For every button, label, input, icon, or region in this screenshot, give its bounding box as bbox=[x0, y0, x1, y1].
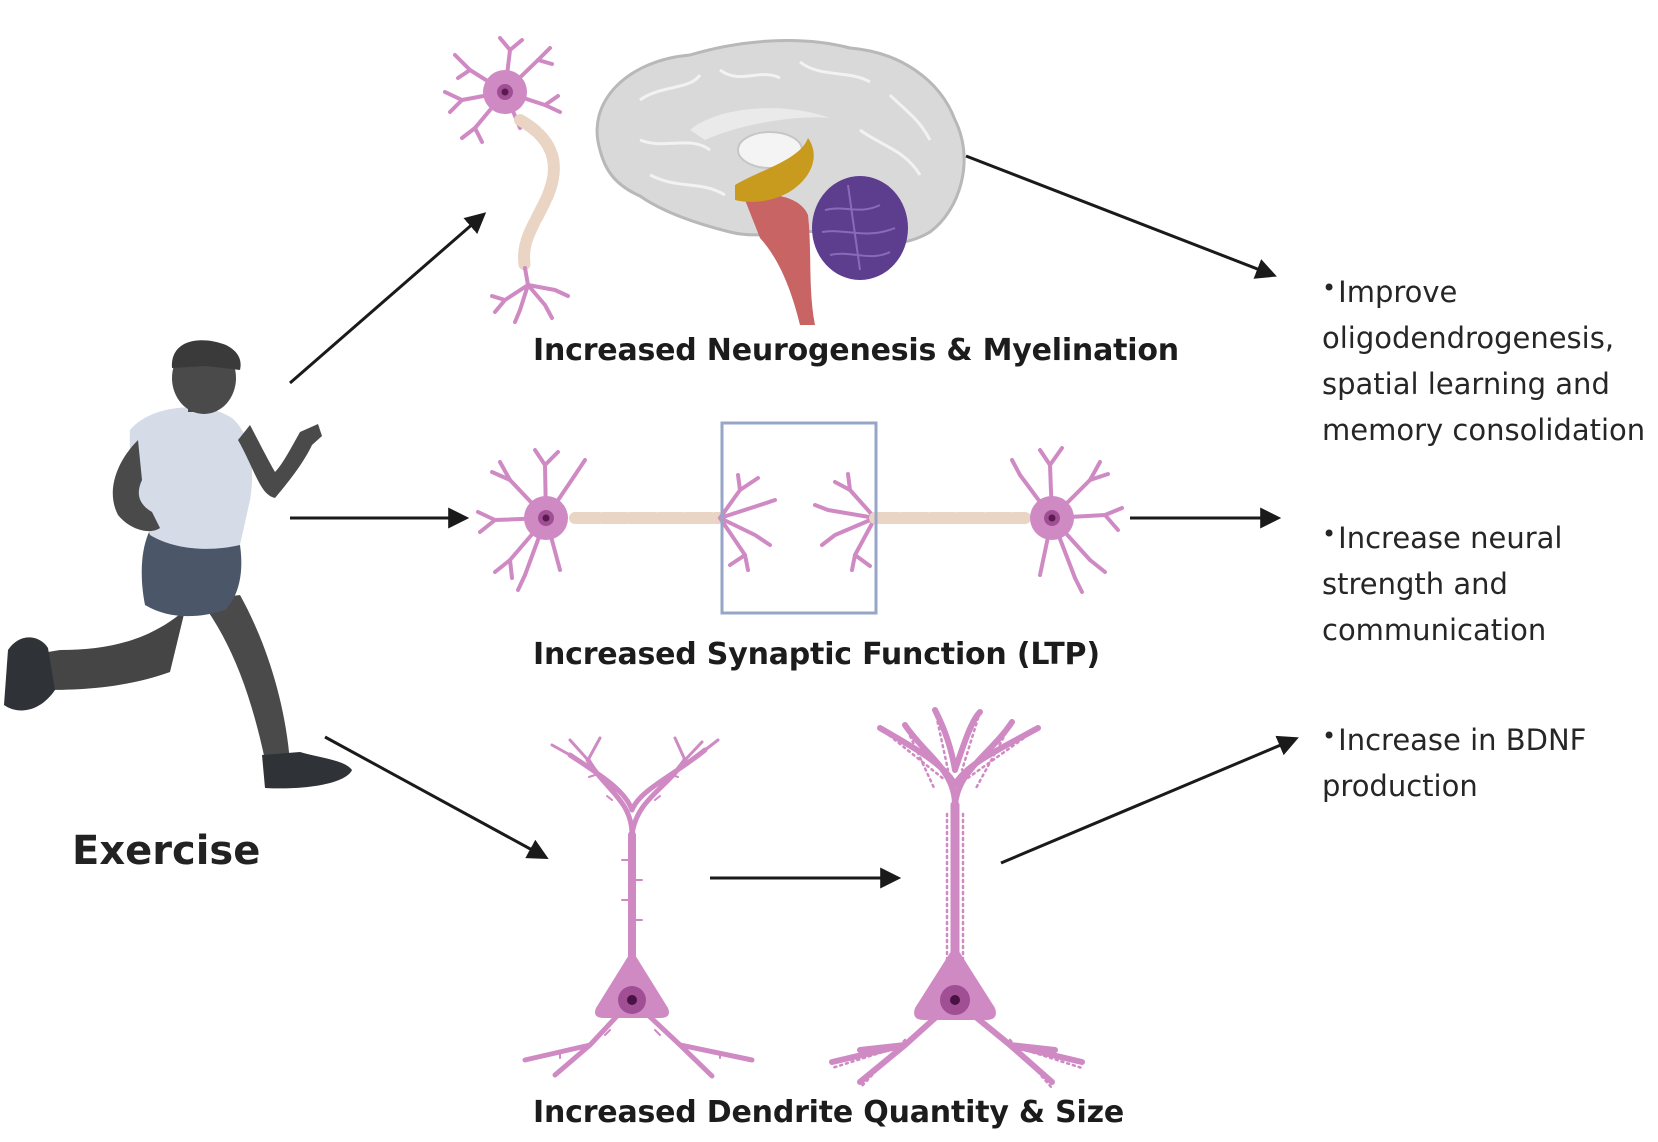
neuron-soma-icon bbox=[483, 70, 527, 114]
pyramidal-soma-icon bbox=[914, 945, 996, 1020]
bullet-icon: • bbox=[1322, 520, 1337, 548]
outcome-synaptic: •Increase neural strength and communicat… bbox=[1322, 511, 1648, 653]
bullet-icon: • bbox=[1322, 722, 1337, 750]
outcome-text: Increase in BDNF production bbox=[1322, 723, 1587, 803]
myelinated-neuron-icon bbox=[443, 36, 570, 324]
pyramidal-neuron-before-icon bbox=[522, 736, 755, 1079]
neuron-soma-icon bbox=[524, 496, 568, 540]
outcome-text: Increase neural strength and communicati… bbox=[1322, 521, 1563, 647]
arrow-dendrite-to-outcome bbox=[1000, 735, 1299, 865]
pyramidal-soma-icon bbox=[595, 950, 669, 1018]
arrow-exercise-to-dendrite bbox=[324, 735, 549, 860]
pyramidal-neuron-after-icon bbox=[829, 707, 1085, 1090]
synapse-neurons-icon bbox=[476, 446, 1124, 594]
back-shoe-icon bbox=[4, 637, 55, 711]
arrow-neurogenesis-to-outcome bbox=[965, 154, 1277, 279]
brain-sagittal-icon bbox=[595, 39, 966, 325]
neuron-soma-icon bbox=[1030, 496, 1074, 540]
dendrite-caption: Increased Dendrite Quantity & Size bbox=[533, 1095, 1125, 1130]
arrow-exercise-to-neurogenesis bbox=[289, 212, 487, 385]
runner-figure bbox=[4, 340, 352, 789]
exercise-label: Exercise bbox=[72, 828, 261, 874]
bullet-icon: • bbox=[1322, 274, 1337, 302]
outcome-neurogenesis: •Improve oligodendrogenesis, spatial lea… bbox=[1322, 265, 1648, 453]
synaptic-caption: Increased Synaptic Function (LTP) bbox=[533, 637, 1100, 672]
front-shoe-icon bbox=[262, 752, 352, 789]
outcome-text: Improve oligodendrogenesis, spatial lear… bbox=[1322, 275, 1646, 447]
outcome-dendrite: •Increase in BDNF production bbox=[1322, 713, 1648, 809]
neurogenesis-caption: Increased Neurogenesis & Myelination bbox=[533, 333, 1179, 368]
synapse-highlight-box bbox=[720, 421, 878, 615]
